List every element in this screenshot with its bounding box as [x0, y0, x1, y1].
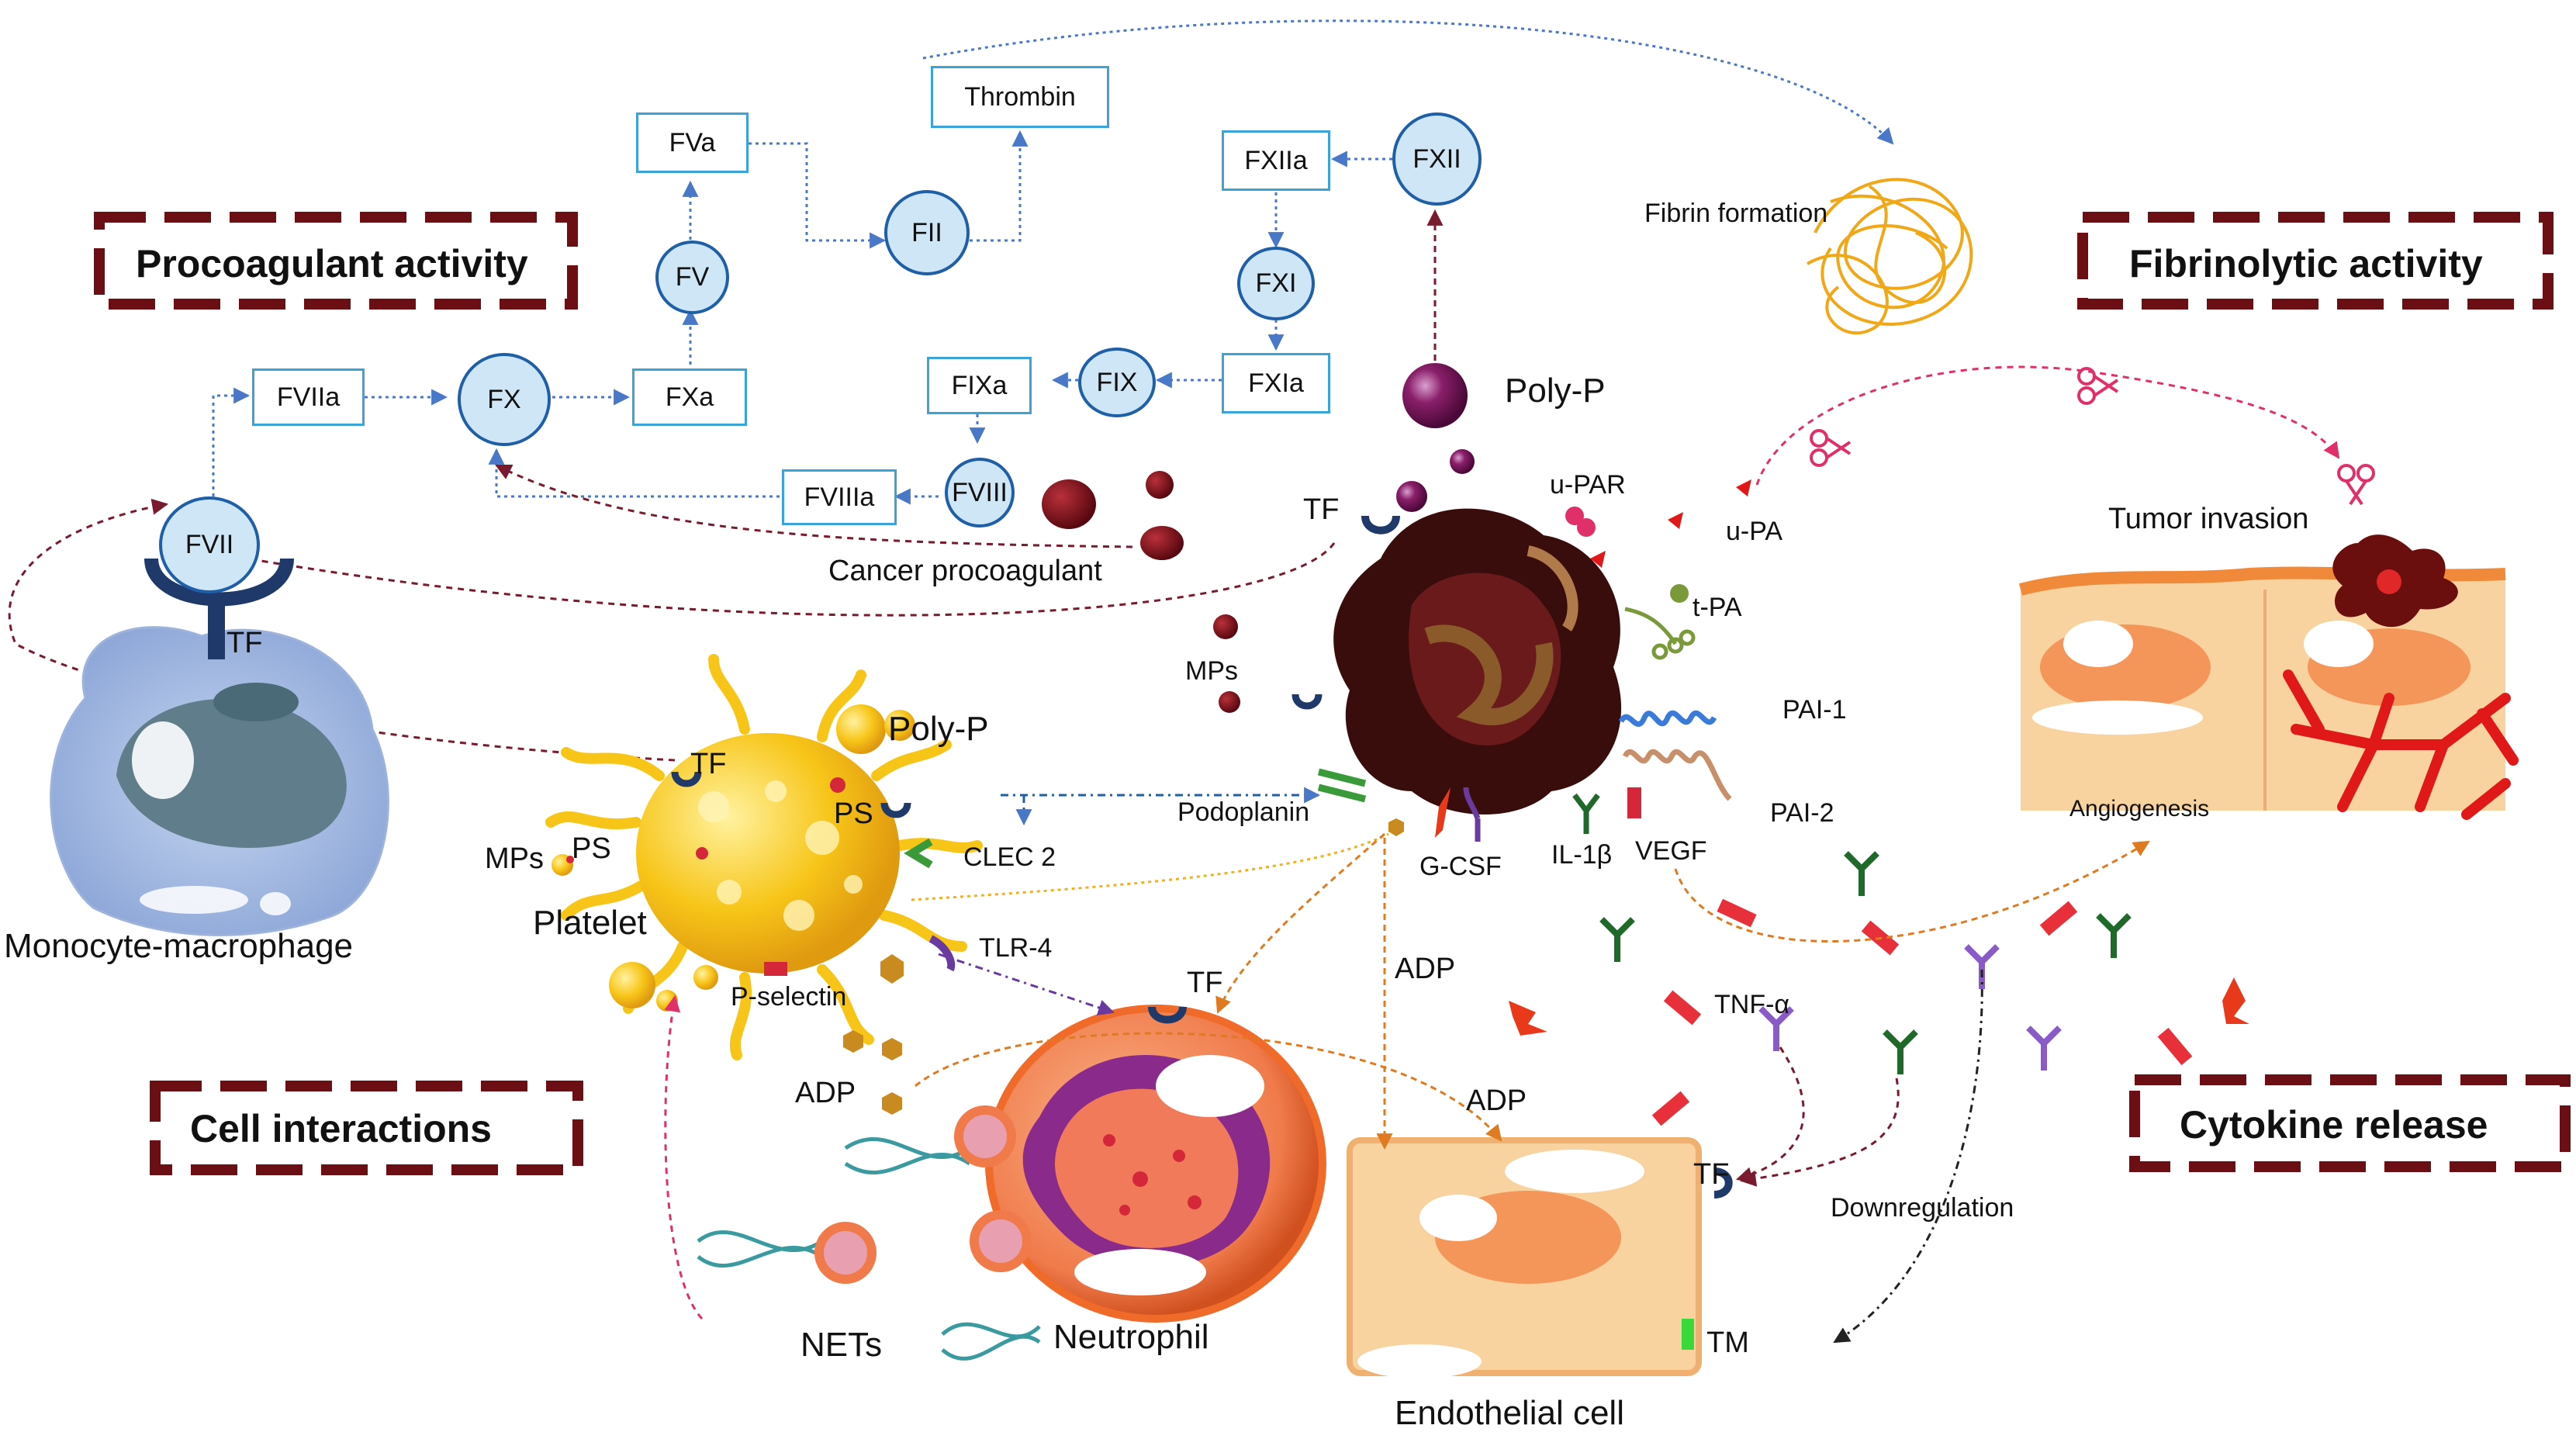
endothelial-cell	[1347, 1137, 1733, 1378]
poly-p-sphere	[1402, 363, 1468, 428]
monocyte-macrophage-cell	[50, 557, 389, 936]
nets-granules	[814, 1105, 1032, 1284]
tissue-block	[2018, 566, 2506, 811]
platelet-cell	[545, 654, 983, 1060]
scissors-icon	[1810, 367, 2375, 506]
tumor-cell	[1291, 507, 1732, 842]
nets-dna	[697, 1137, 1041, 1361]
cell-interactions-frame	[150, 1081, 583, 1175]
invading-tumor-cell	[2332, 534, 2458, 628]
cytokine-flames	[1509, 977, 2249, 1036]
fibrinolytic-frame	[2077, 212, 2554, 310]
procoagulant-frame	[94, 212, 578, 310]
cancer-procoagulant-drop	[1042, 479, 1096, 529]
neutrophil-cell	[985, 1005, 1326, 1323]
cytokine-release-frame	[2129, 1074, 2571, 1172]
cytokine-receptors	[1599, 851, 2132, 1074]
angiogenesis-vessels	[2283, 669, 2519, 820]
cascade-arrows	[212, 19, 1894, 505]
fibrin-mesh	[1807, 178, 1973, 335]
